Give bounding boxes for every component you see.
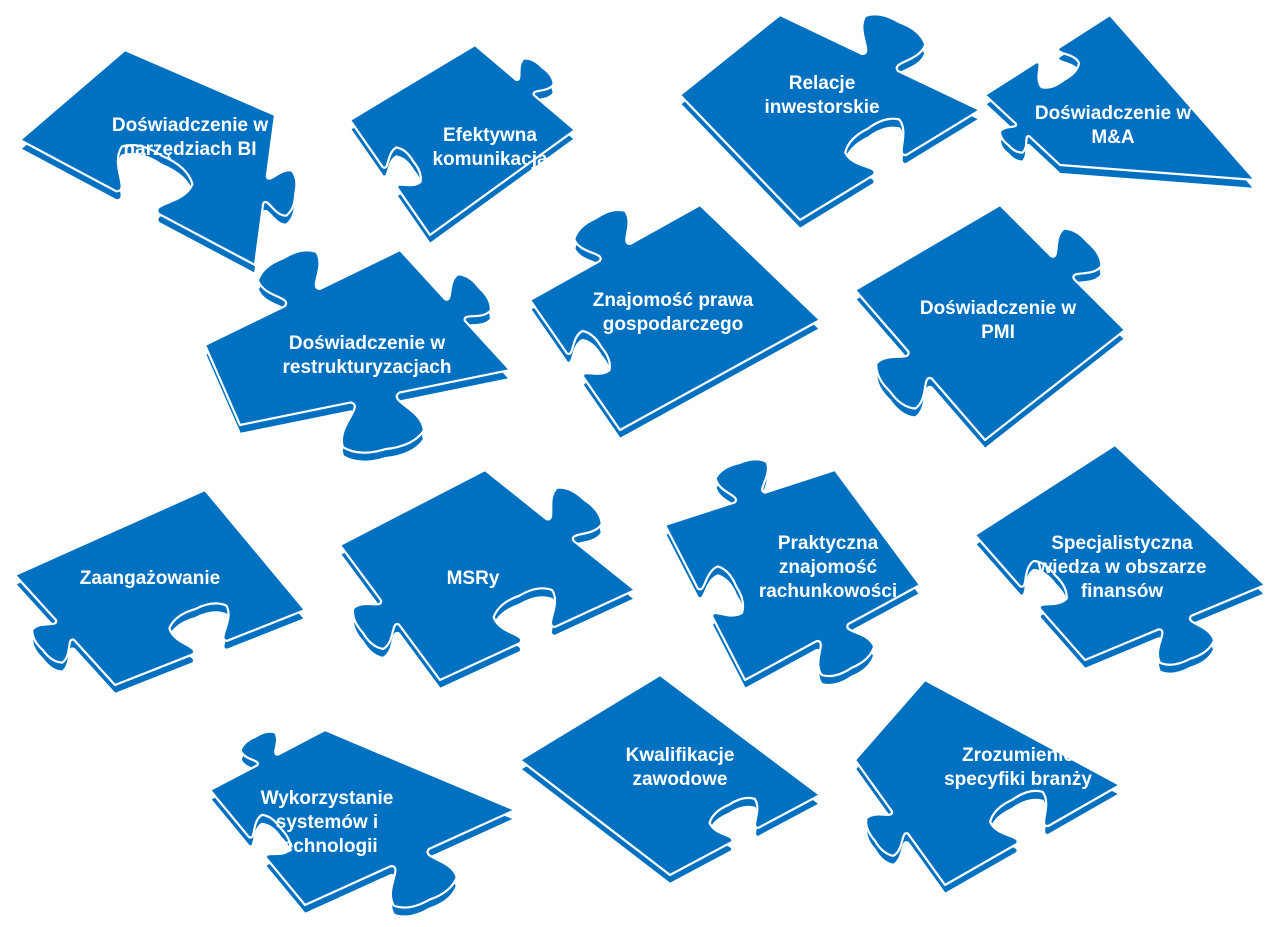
puzzle-piece-label: Doświadczenie w PMI bbox=[920, 298, 1076, 343]
puzzle-piece-label: Wykorzystanie systemów i technologii bbox=[261, 788, 394, 857]
puzzle-piece-branza: Zrozumienie specyfiki branży bbox=[853, 678, 1122, 896]
puzzle-piece-top bbox=[528, 203, 822, 432]
puzzle-piece-label-line: Relacje bbox=[789, 73, 856, 94]
puzzle-piece-label-line: Zaangażowanie bbox=[80, 568, 220, 589]
puzzle-piece-rachunkowosc: Praktyczna znajomość rachunkowości bbox=[663, 458, 922, 691]
puzzle-piece-label-line: gospodarczego bbox=[603, 314, 743, 335]
puzzle-piece-label: Praktyczna znajomość rachunkowości bbox=[759, 533, 897, 602]
puzzle-piece-zaangazowanie: Zaangażowanie bbox=[13, 488, 307, 696]
puzzle-piece-bi: Doświadczenie w narzędziach BI bbox=[18, 48, 298, 276]
puzzle-piece-label-line: systemów i bbox=[276, 812, 378, 833]
puzzle-piece-systemy: Wykorzystanie systemów i technologii bbox=[208, 728, 517, 918]
puzzle-piece-label: MSRy bbox=[447, 568, 500, 589]
puzzle-piece-label: Doświadczenie w M&A bbox=[1035, 103, 1191, 148]
puzzle-piece-pmi: Doświadczenie w PMI bbox=[853, 203, 1127, 451]
puzzle-piece-label: Specjalistyczna wiedza w obszarze finansów bbox=[1037, 533, 1207, 602]
puzzle-piece-ma: Doświadczenie w M&A bbox=[983, 13, 1257, 191]
puzzle-piece-label-line: Kwalifikacje bbox=[626, 745, 735, 766]
puzzle-piece-top bbox=[18, 48, 298, 267]
puzzle-piece-prawo: Znajomość prawa gospodarczego bbox=[528, 203, 822, 441]
puzzle-piece-label: Znajomość prawa gospodarczego bbox=[593, 290, 754, 335]
puzzle-piece-relacje: Relacje inwestorskie bbox=[678, 13, 982, 231]
puzzle-piece-label-line: Zrozumienie bbox=[962, 745, 1074, 766]
puzzle-piece-top bbox=[13, 488, 307, 687]
puzzle-piece-label-line: Znajomość prawa bbox=[593, 290, 754, 311]
puzzle-piece-label-line: Doświadczenie w bbox=[112, 115, 268, 136]
puzzle-piece-komunikacja: Efektywna komunikacja bbox=[348, 43, 577, 246]
puzzle-piece-top bbox=[348, 43, 577, 237]
puzzle-piece-label: Kwalifikacje zawodowe bbox=[626, 745, 735, 790]
puzzle-piece-top bbox=[518, 673, 822, 877]
puzzle-piece-top bbox=[853, 203, 1127, 442]
puzzle-piece-label-line: Specjalistyczna bbox=[1051, 533, 1193, 554]
puzzle-piece-label: Doświadczenie w narzędziach BI bbox=[112, 115, 268, 160]
puzzle-piece-top bbox=[983, 13, 1257, 182]
puzzle-piece-label-line: Doświadczenie w bbox=[1035, 103, 1191, 124]
puzzle-piece-top bbox=[338, 468, 637, 682]
puzzle-piece-top bbox=[663, 458, 922, 682]
puzzle-piece-label: Doświadczenie w restrukturyzacjach bbox=[283, 333, 452, 378]
puzzle-piece-label-line: MSRy bbox=[447, 568, 500, 589]
puzzle-piece-label-line: Doświadczenie w bbox=[920, 298, 1076, 319]
puzzle-piece-label-line: finansów bbox=[1081, 581, 1164, 602]
puzzle-piece-label: Zaangażowanie bbox=[80, 568, 220, 589]
puzzle-piece-label-line: rachunkowości bbox=[759, 581, 897, 602]
puzzle-piece-label-line: wiedza w obszarze bbox=[1037, 557, 1207, 578]
puzzle-piece-top bbox=[853, 678, 1122, 887]
puzzle-piece-finanse: Specjalistyczna wiedza w obszarze finansów bbox=[973, 443, 1267, 675]
puzzle-piece-top bbox=[203, 248, 512, 454]
puzzle-piece-label: Relacje inwestorskie bbox=[764, 73, 879, 118]
puzzle-piece-label-line: restrukturyzacjach bbox=[283, 357, 452, 378]
puzzle-piece-restrukturyzacje: Doświadczenie w restrukturyzacjach bbox=[203, 248, 512, 463]
puzzle-piece-label-line: Doświadczenie w bbox=[289, 333, 445, 354]
puzzle-piece-top bbox=[678, 13, 982, 222]
puzzle-piece-label: Zrozumienie specyfiki branży bbox=[944, 745, 1092, 790]
puzzle-piece-top bbox=[208, 728, 517, 909]
puzzle-piece-label-line: zawodowe bbox=[632, 769, 727, 790]
puzzle-piece-label-line: technologii bbox=[276, 836, 377, 857]
puzzle-piece-msr: MSRy bbox=[338, 468, 637, 691]
puzzle-piece-label-line: inwestorskie bbox=[764, 97, 879, 118]
puzzle-piece-label-line: M&A bbox=[1091, 127, 1135, 148]
puzzle-piece-label-line: Praktyczna bbox=[778, 533, 879, 554]
puzzle-piece-kwalifikacje: Kwalifikacje zawodowe bbox=[518, 673, 822, 886]
puzzle-piece-label-line: narzędziach BI bbox=[123, 139, 256, 160]
puzzle-piece-top bbox=[973, 443, 1267, 666]
puzzle-piece-label-line: komunikacja bbox=[432, 149, 548, 170]
puzzle-piece-label-line: znajomość bbox=[779, 557, 878, 578]
puzzle-piece-label: Efektywna komunikacja bbox=[432, 125, 548, 170]
puzzle-piece-label-line: Wykorzystanie bbox=[261, 788, 394, 809]
puzzle-piece-label-line: Efektywna bbox=[443, 125, 537, 146]
puzzle-piece-label-line: specyfiki branży bbox=[944, 769, 1092, 790]
puzzle-piece-label-line: PMI bbox=[981, 322, 1015, 343]
